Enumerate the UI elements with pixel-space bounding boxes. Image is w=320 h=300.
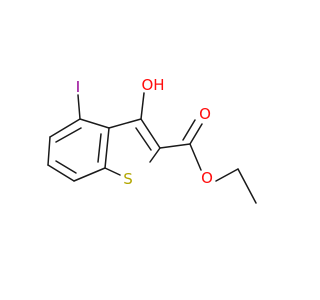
bond-c6-c7 <box>47 164 75 182</box>
bond-c4-iodine <box>77 94 81 120</box>
bond-c3a-c4 <box>79 118 110 129</box>
bond-c4-c5-inner <box>55 127 82 143</box>
iodine-atom-label: I <box>76 78 80 96</box>
bond-c3-c2 <box>140 118 161 149</box>
bond-c7-c7a <box>73 167 106 182</box>
bond-c3-c2-inner <box>135 127 152 151</box>
ester-oxygen-label: O <box>201 169 213 187</box>
molecule-structure: I OH S O O <box>47 76 257 204</box>
bond-ester-o-ch2 <box>215 168 239 182</box>
bond-ch2-ch3 <box>237 168 257 204</box>
bond-c4-c5 <box>49 118 81 138</box>
sulfur-atom-label: S <box>123 170 133 188</box>
carbonyl-oxygen-label: O <box>199 105 211 123</box>
bond-c7a-c3a <box>104 127 110 169</box>
bond-carbonyl-o-double-a <box>189 123 203 145</box>
bond-c2-s1 <box>149 147 161 163</box>
bond-c3a-c3 <box>108 118 142 129</box>
bond-c2-carbonyl <box>159 143 191 149</box>
bond-carbonyl-ester-o <box>189 143 202 171</box>
bond-carbonyl-o-double-b <box>182 119 196 141</box>
hydroxyl-label: OH <box>141 76 164 94</box>
bond-s1-c7a <box>104 167 121 176</box>
bond-c5-c6 <box>47 136 51 166</box>
bond-c7a-c3a-inner <box>97 133 102 163</box>
bond-c3-hydroxyl <box>140 92 145 120</box>
bond-c6-c7-inner <box>55 160 77 174</box>
